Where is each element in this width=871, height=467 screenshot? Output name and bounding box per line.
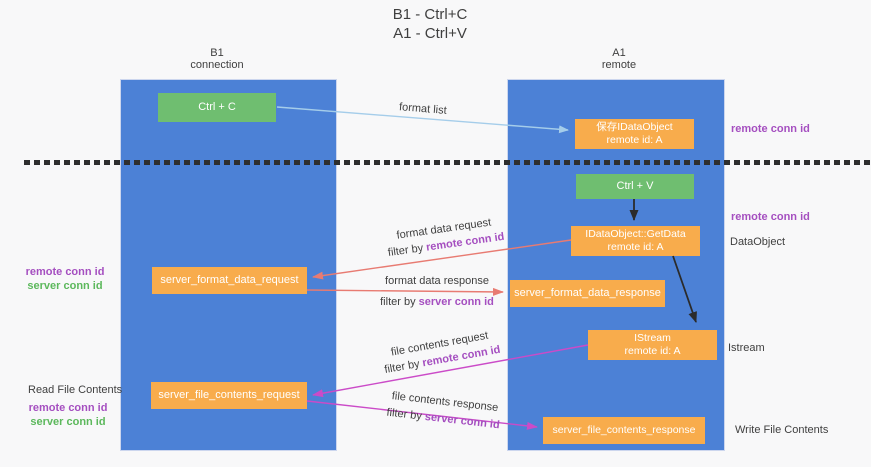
node-ctrl-v-label: Ctrl + V xyxy=(616,180,654,192)
lane-header-b1: B1 connection xyxy=(159,47,275,71)
filter-by-text: filter by xyxy=(385,406,423,423)
filter-by-text: filter by xyxy=(383,358,421,376)
server-conn-id-text: server conn id xyxy=(418,296,494,308)
node-server-format-data-request: server_format_data_request xyxy=(152,267,307,294)
title-line-1: B1 - Ctrl+C xyxy=(392,6,468,23)
label-format-data-request-group: format data request filter by remote con… xyxy=(377,212,512,262)
lane-a1-name: A1 xyxy=(612,47,626,59)
label-filter-by-server-conn-id: filter by server conn id xyxy=(371,296,503,309)
label-remote-conn-id-top-right: remote conn id xyxy=(731,123,810,135)
label-file-contents-response-group: file contents response filter by server … xyxy=(376,387,511,436)
title-line-2: A1 - Ctrl+V xyxy=(393,25,467,42)
label-conn-ids-left-upper: remote conn id server conn id xyxy=(20,265,110,293)
label-format-list: format list xyxy=(399,101,447,117)
label-remote-conn-id-left-lower: remote conn id xyxy=(28,402,108,414)
node-ctrl-c: Ctrl + C xyxy=(158,93,276,122)
label-server-conn-id-left-lower: server conn id xyxy=(30,416,106,428)
node-server-format-data-request-label: server_format_data_request xyxy=(160,274,299,286)
label-file-contents-request-group: file contents request filter by remote c… xyxy=(373,325,509,379)
label-format-data-response: format data response xyxy=(385,275,489,287)
node-istream-line2: remote id: A xyxy=(624,345,681,357)
lane-b1-name: B1 xyxy=(210,47,224,59)
node-istream-line1: IStream xyxy=(634,332,671,344)
label-remote-conn-id-left-upper: remote conn id xyxy=(25,266,105,278)
lane-a1-role: remote xyxy=(601,59,637,71)
node-server-file-contents-request-label: server_file_contents_request xyxy=(158,389,300,401)
lane-header-a1: A1 remote xyxy=(561,47,677,71)
node-save-idataobject-line2: remote id: A xyxy=(606,134,663,146)
label-read-file-contents: Read File Contents xyxy=(28,384,123,396)
node-server-file-contents-response: server_file_contents_response xyxy=(543,417,705,444)
lane-b1-role: connection xyxy=(190,59,244,71)
filter-by-text: filter by xyxy=(387,242,424,260)
node-idataobject-getdata: IDataObject::GetData remote id: A xyxy=(571,226,700,256)
label-write-file-contents: Write File Contents xyxy=(735,424,829,436)
label-format-list-text: format list xyxy=(398,101,448,117)
filter-by-text: filter by xyxy=(380,296,416,308)
node-idataobject-getdata-line2: remote id: A xyxy=(607,241,664,253)
label-istream: Istream xyxy=(728,342,765,354)
node-istream: IStream remote id: A xyxy=(588,330,717,360)
label-dataobject: DataObject xyxy=(730,236,786,248)
session-divider-dashed-line xyxy=(24,160,871,165)
node-server-file-contents-response-label: server_file_contents_response xyxy=(552,424,696,436)
node-server-format-data-response: server_format_data_response xyxy=(510,280,665,307)
node-server-format-data-response-label: server_format_data_response xyxy=(514,287,661,299)
node-ctrl-v: Ctrl + V xyxy=(576,174,694,199)
node-idataobject-getdata-line1: IDataObject::GetData xyxy=(585,228,686,240)
label-conn-ids-left-lower: remote conn id server conn id xyxy=(23,401,113,429)
label-server-conn-id-left-upper: server conn id xyxy=(27,280,103,292)
node-ctrl-c-label: Ctrl + C xyxy=(198,101,236,113)
node-server-file-contents-request: server_file_contents_request xyxy=(151,382,307,409)
node-save-idataobject-line1: 保存IDataObject xyxy=(596,121,673,133)
diagram-title: B1 - Ctrl+C A1 - Ctrl+V xyxy=(352,5,508,43)
label-format-data-response-group: format data response filter by server co… xyxy=(371,275,503,309)
label-remote-conn-id-mid-right: remote conn id xyxy=(731,211,810,223)
node-save-idataobject: 保存IDataObject remote id: A xyxy=(575,119,694,149)
